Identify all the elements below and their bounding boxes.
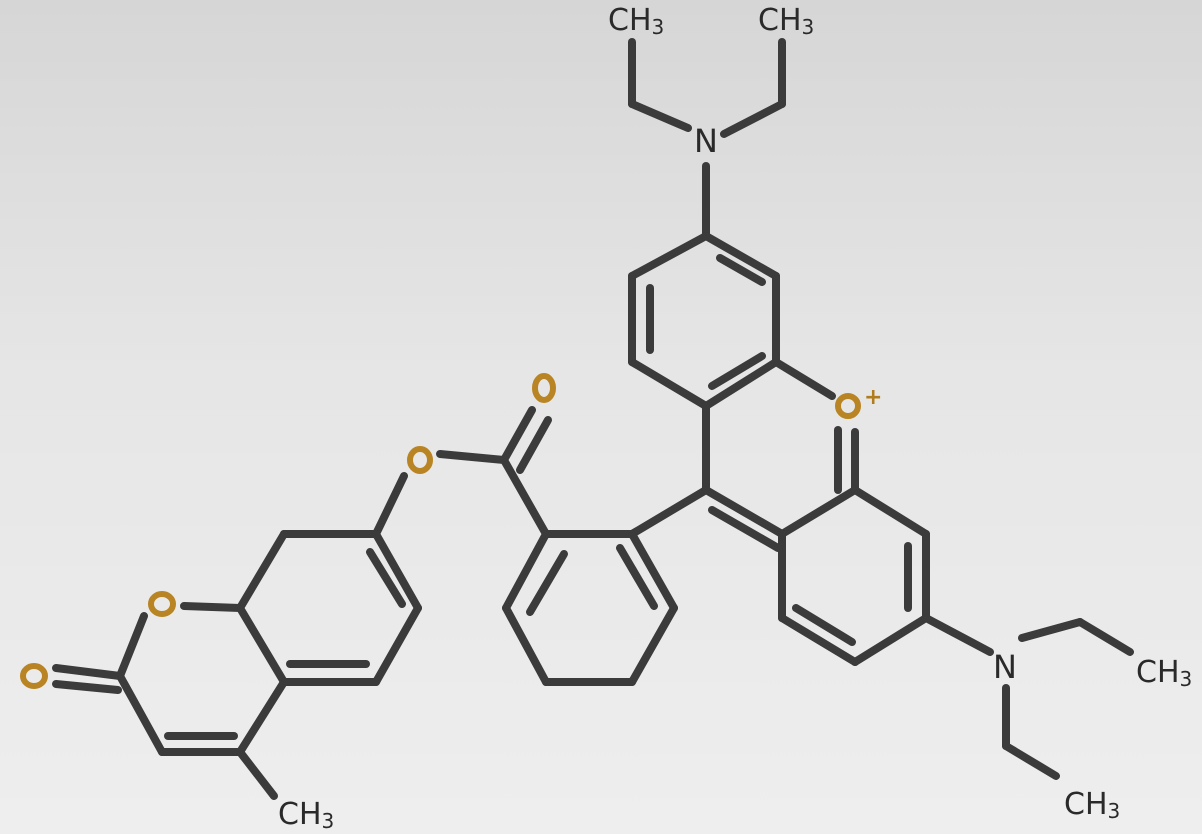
bond [708,352,766,390]
oxonium-charge: + [864,385,882,410]
bond [116,672,166,756]
bond [628,232,710,280]
bond [500,456,550,538]
bond [628,604,678,686]
bond [500,406,536,464]
nitrogen-bottom-label: N [993,648,1017,686]
bond [52,664,124,680]
bond [436,450,508,464]
bond [628,358,710,410]
bond [616,544,658,610]
oxygen-atoms [20,373,861,689]
methyl-top-left-label: CH3 [608,3,664,39]
bond [502,530,550,612]
bond [372,530,422,612]
bond [236,604,288,686]
bond [372,604,422,686]
bond [1076,618,1134,656]
bond [772,358,836,400]
bond [180,602,244,612]
nitrogen-top-label: N [694,122,718,160]
bond [236,748,278,800]
carbonyl-oxygen-atom [532,373,556,403]
bond [366,548,406,608]
bond [628,530,678,612]
bond [702,232,780,280]
bond [702,358,780,410]
methyl-right-label: CH3 [1136,655,1192,691]
ester-oxygen-atom [407,446,433,474]
bond [1018,618,1084,642]
bond [628,100,692,132]
bond [502,604,550,686]
methyl-bottom-left-label: CH3 [278,797,334,833]
bond [922,614,994,656]
bond [778,614,859,666]
lactone-oxygen-atom [20,663,48,689]
bond [851,614,930,666]
bond [778,486,859,538]
bond [851,486,930,538]
bond [702,486,786,538]
ring-oxygen-atom [148,591,176,617]
atom-labels: + N N CH3 CH3 CH3 CH3 CH3 [278,3,1192,833]
bond [372,472,408,538]
bond [526,550,568,616]
bond [116,612,148,680]
methyl-top-right-label: CH3 [758,3,814,39]
bond [236,678,288,756]
oxonium-oxygen-atom [835,393,861,419]
bond [708,506,782,552]
bond [1002,742,1060,780]
bond [516,416,552,474]
bond [792,604,856,646]
bond [628,486,710,538]
bond [716,254,766,286]
methyl-bottom-right-label: CH3 [1064,787,1120,823]
bonds-group [52,38,1134,800]
bond [236,530,288,612]
bond [720,100,786,138]
bond [52,680,122,694]
